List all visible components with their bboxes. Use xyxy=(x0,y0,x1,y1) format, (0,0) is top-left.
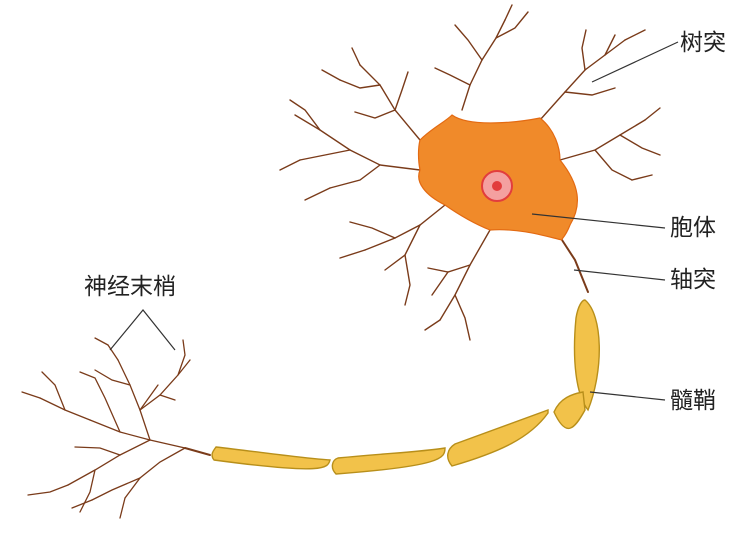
axon-label: 轴突 xyxy=(670,269,716,292)
cell-body xyxy=(419,115,578,240)
axon-leader-line xyxy=(574,270,665,280)
nerve-endings-bracket xyxy=(110,310,175,350)
dendrite-leader-line xyxy=(592,42,678,82)
nerve-ending-branches xyxy=(22,338,190,518)
myelin-sheath xyxy=(212,300,599,474)
cell-body-label: 胞体 xyxy=(670,217,716,240)
dendrite-label: 树突 xyxy=(680,32,726,55)
myelin-sheath-label: 髓鞘 xyxy=(670,390,716,413)
nerve-endings-label: 神经末梢 xyxy=(84,276,176,299)
myelin-leader-line xyxy=(590,392,665,400)
